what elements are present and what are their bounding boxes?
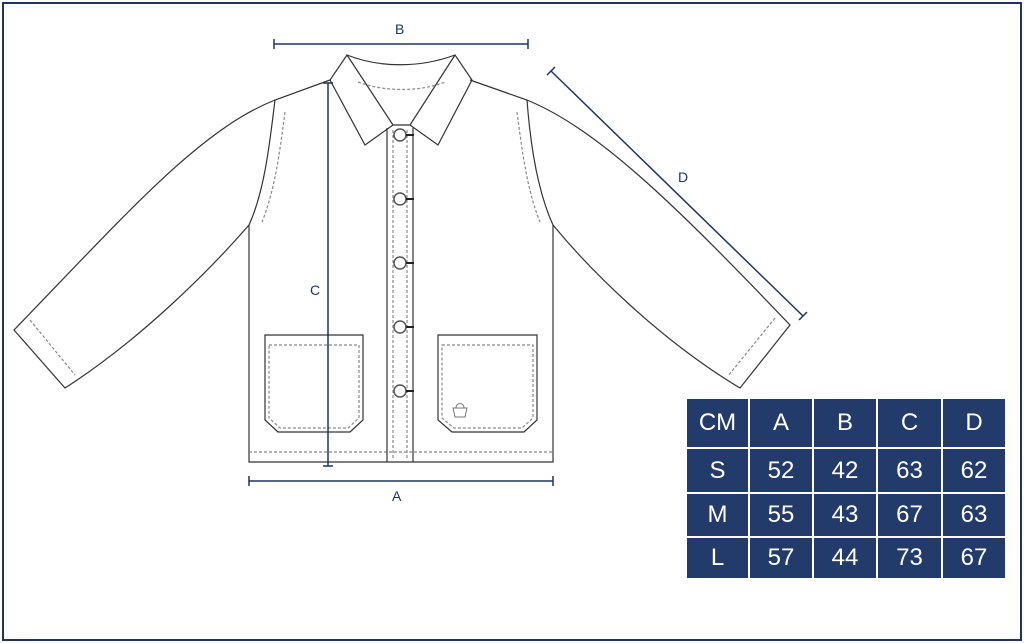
dimension-label-a: A — [392, 488, 402, 504]
table-cell: 44 — [812, 536, 878, 578]
table-cell: 42 — [812, 447, 878, 494]
table-cell: 55 — [748, 492, 814, 538]
button-icon — [393, 256, 407, 270]
button-icon — [393, 128, 407, 142]
dimension-line-d — [546, 66, 808, 321]
dimension-label-d: D — [678, 169, 689, 185]
table-header-row: CM A B C D — [687, 399, 1005, 449]
table-cell: 63 — [941, 492, 1005, 538]
table-row: M 55 43 67 63 — [687, 492, 1005, 538]
button-icon — [393, 384, 407, 398]
header-cell: C — [876, 399, 943, 449]
header-cell: A — [748, 399, 814, 449]
table-cell: 67 — [941, 536, 1005, 578]
table-row: L 57 44 73 67 — [687, 536, 1005, 578]
size-label: M — [687, 492, 750, 538]
button-icon — [393, 192, 407, 206]
table-row: S 52 42 63 62 — [687, 447, 1005, 494]
header-cell: B — [812, 399, 878, 449]
dimension-line-b — [273, 39, 529, 49]
table-cell: 62 — [941, 447, 1005, 494]
table-cell: 63 — [876, 447, 943, 494]
size-label: S — [687, 447, 750, 494]
header-cell: D — [941, 399, 1005, 449]
header-cell: CM — [687, 399, 750, 449]
dimension-lines — [248, 39, 808, 486]
jacket-outline — [13, 54, 791, 463]
basket-logo-icon — [452, 403, 468, 418]
table-cell: 52 — [748, 447, 814, 494]
dimension-line-a — [248, 476, 554, 486]
table-cell: 73 — [876, 536, 943, 578]
size-label: L — [687, 536, 750, 578]
size-table: CM A B C D S 52 42 63 62 M 55 43 67 63 L… — [687, 399, 1005, 578]
table-cell: 57 — [748, 536, 814, 578]
dimension-label-b: B — [395, 21, 405, 37]
button-icon — [393, 320, 407, 334]
dimension-label-c: C — [310, 282, 321, 298]
dimension-line-c — [323, 82, 333, 467]
buttons — [393, 128, 414, 398]
table-cell: 43 — [812, 492, 878, 538]
table-cell: 67 — [876, 492, 943, 538]
